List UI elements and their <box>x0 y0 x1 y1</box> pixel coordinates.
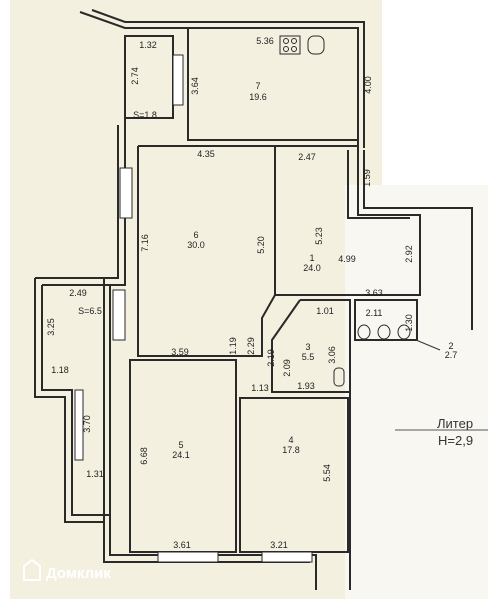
dim-label: 4.99 <box>338 254 356 264</box>
dim-label: 3.63 <box>365 288 383 298</box>
balcony-left <box>41 284 111 516</box>
dim-label: 1.32 <box>139 40 157 50</box>
dim-label: 2.11 <box>366 308 383 318</box>
toilet-icon <box>357 324 371 340</box>
stove-burner-icon <box>291 46 297 52</box>
room-7-area: 19.6 <box>249 92 267 102</box>
dim-label: 2.92 <box>404 245 414 263</box>
dim-label: 5.23 <box>314 227 324 245</box>
room-5-number: 5 <box>178 440 183 450</box>
dim-label: 1.59 <box>362 169 372 187</box>
sink-icon <box>397 324 411 340</box>
dim-label: 7.16 <box>140 234 150 252</box>
room-5-area: 24.1 <box>172 450 190 460</box>
legend: Литер Н=2,9 <box>395 339 488 448</box>
height-label: Н=2,9 <box>438 433 473 448</box>
dim-label: 5.36 <box>256 36 274 46</box>
balcony-top-area: S=1.8 <box>133 110 157 120</box>
room-2-leader <box>415 339 441 351</box>
bathtub-icon <box>333 367 345 387</box>
room-3-outline <box>271 299 351 393</box>
room-4-area: 17.8 <box>282 445 300 455</box>
dim-label: 2.29 <box>246 337 256 355</box>
dim-label: 2.49 <box>69 288 87 298</box>
room-2-number: 2 <box>448 341 453 351</box>
sink-icon <box>307 35 325 55</box>
watermark: Домклик <box>23 558 111 582</box>
stove-burner-icon <box>291 38 297 44</box>
window-room-4 <box>261 551 313 563</box>
dim-label: 4.35 <box>197 149 215 159</box>
dim-label: 3.06 <box>327 346 337 364</box>
dim-label: 3.59 <box>171 347 189 357</box>
stove-icon <box>279 35 301 55</box>
window-room-7 <box>172 54 184 106</box>
dim-label: 2.09 <box>282 359 292 377</box>
room-2-outline <box>354 299 418 341</box>
window-room-5 <box>157 551 219 563</box>
room-3-number: 3 <box>305 342 310 352</box>
dim-label: 2.74 <box>130 67 140 85</box>
window-balcony-side <box>74 389 84 461</box>
stove-burner-icon <box>283 38 289 44</box>
house-icon <box>23 558 41 581</box>
east-wall-inner <box>347 150 410 219</box>
stove-burner-icon <box>283 46 289 52</box>
dim-label: 3.64 <box>190 77 200 95</box>
north-wall-outer <box>91 9 365 148</box>
dim-label: 1.13 <box>251 383 269 393</box>
east-wall <box>363 150 473 330</box>
watermark-text: Домклик <box>46 565 111 582</box>
room-7-outline <box>187 27 359 141</box>
windows <box>74 54 313 563</box>
balcony-left-area: S=6.5 <box>78 306 102 316</box>
room-6-number: 6 <box>193 230 198 240</box>
dim-label: 1.01 <box>316 306 334 316</box>
room-1-number: 1 <box>309 253 314 263</box>
paper-sheet-right <box>345 185 488 599</box>
dim-label: 5.54 <box>322 464 332 482</box>
room-7-number: 7 <box>255 81 260 91</box>
dim-label: 2.47 <box>298 152 316 162</box>
room-1-area: 24.0 <box>303 263 321 273</box>
room-1-outline <box>275 145 421 296</box>
dim-label: 3.70 <box>82 415 92 433</box>
room-2-area: 2.7 <box>445 350 458 360</box>
room-3-area: 5.5 <box>302 352 315 362</box>
window-balcony-left <box>112 289 126 341</box>
balcony-left-outer <box>34 277 105 523</box>
room-6-area: 30.0 <box>187 240 205 250</box>
dim-label: 3.21 <box>270 540 288 550</box>
dim-label: 6.68 <box>139 447 149 465</box>
dim-label: 3.25 <box>46 318 56 336</box>
toilet-icon <box>377 324 391 340</box>
dimension-labels: 1.32 2.74 5.36 3.64 4.00 4.35 2.47 1.59 … <box>46 36 414 550</box>
dim-label: 5.20 <box>256 236 266 254</box>
dim-label: 3.61 <box>173 540 191 550</box>
dim-label: 1.30 <box>404 314 414 332</box>
dim-label: 1.18 <box>51 365 69 375</box>
dim-label: 4.00 <box>363 76 373 94</box>
litera-label: Литер <box>437 416 473 431</box>
kitchen-fixtures <box>279 35 411 387</box>
dim-label: 2.19 <box>266 349 276 367</box>
room-4-number: 4 <box>288 435 293 445</box>
room-labels: 7 19.6 6 30.0 1 24.0 3 5.5 2 2.7 5 24.1 … <box>78 81 457 460</box>
dim-label: 1.93 <box>297 381 315 391</box>
window-room-6 <box>119 167 133 219</box>
dim-label: 1.31 <box>86 469 104 479</box>
dim-label: 1.19 <box>228 337 238 355</box>
